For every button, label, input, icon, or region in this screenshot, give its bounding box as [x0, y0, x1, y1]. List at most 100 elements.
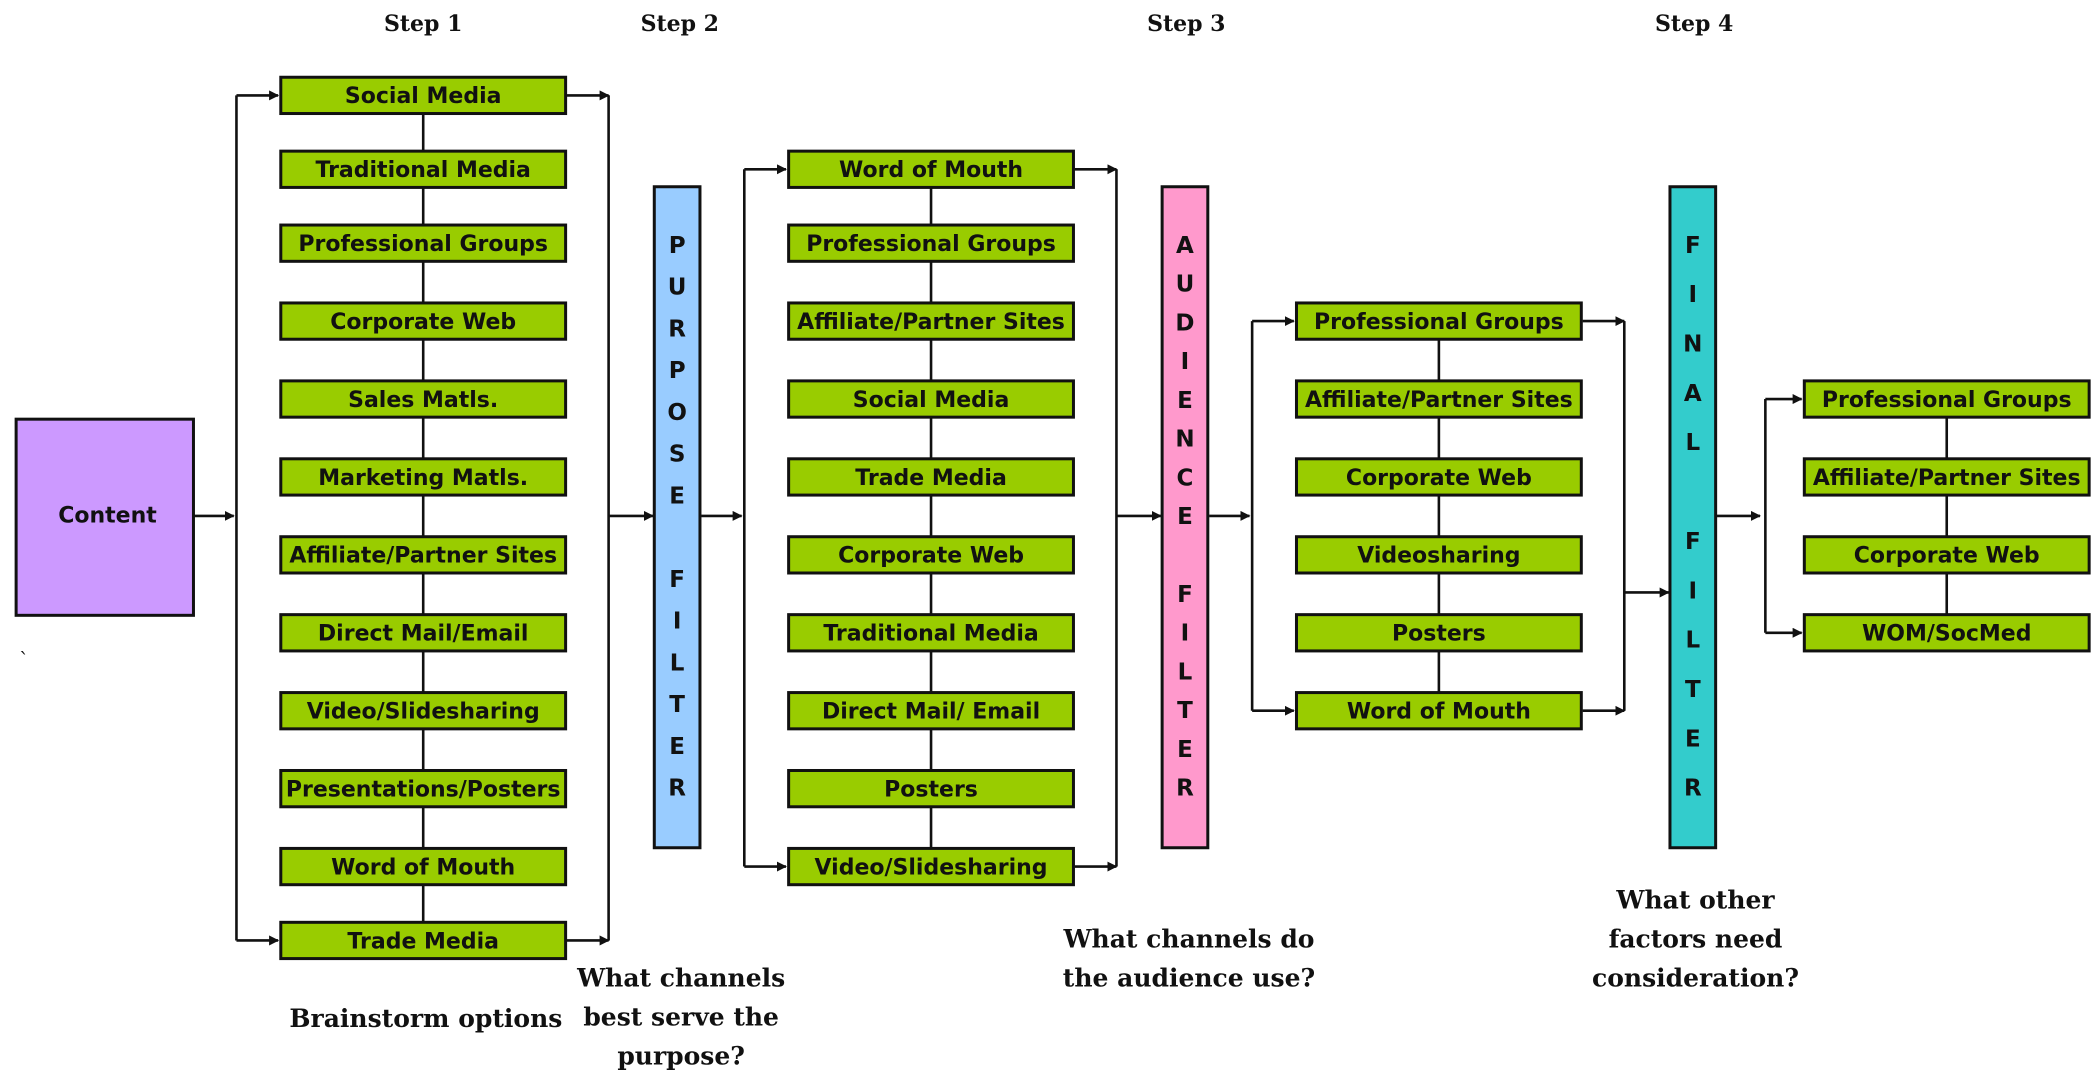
- final-channel-label: Corporate Web: [1854, 544, 2040, 569]
- brainstorm-channel-label: Traditional Media: [315, 158, 530, 183]
- content-label: Content: [58, 503, 157, 528]
- audience-channel-label: Professional Groups: [1314, 310, 1564, 335]
- purpose-filter-letter: E: [669, 483, 685, 509]
- purpose-caption-line: What channels: [576, 964, 785, 993]
- step-heading-2: Step 2: [641, 11, 719, 37]
- brainstorm-channel-box: [279, 75, 568, 116]
- purpose-channel-box: [787, 846, 1075, 887]
- purpose-channel-box: [787, 149, 1075, 189]
- audience-filter-letter: F: [1177, 582, 1193, 608]
- purpose-filter-letter: I: [673, 609, 682, 635]
- step-heading-4: Step 4: [1655, 11, 1733, 37]
- final-caption-line: factors need: [1609, 925, 1783, 954]
- purpose-channel-label: Trade Media: [855, 466, 1007, 491]
- purpose-filter-bar: [652, 185, 702, 850]
- final-caption-line: consideration?: [1592, 964, 1799, 993]
- step-heading-1: Step 1: [384, 11, 462, 37]
- final-filter-letter: N: [1683, 332, 1702, 358]
- brainstorm-channel-label: Marketing Matls.: [318, 466, 528, 491]
- purpose-channel-label: Corporate Web: [838, 544, 1024, 569]
- final-channel-box: [1802, 613, 2091, 653]
- audience-filter-letter: C: [1177, 465, 1194, 491]
- audience-filter-letter: N: [1175, 427, 1194, 453]
- purpose-filter-letter: R: [668, 776, 686, 802]
- audience-channel-label: Videosharing: [1357, 544, 1520, 569]
- audience-filter-letter: U: [1176, 272, 1195, 298]
- stray-tick-mark: `: [19, 648, 29, 672]
- audience-filter-letter: E: [1177, 737, 1193, 763]
- purpose-filter-letter: F: [669, 567, 685, 593]
- audience-channel-box: [1294, 691, 1583, 731]
- final-filter-letter: L: [1685, 430, 1700, 456]
- final-channel-box: [1802, 535, 2091, 575]
- brainstorm-channel-box: [279, 149, 568, 189]
- audience-channel-label: Affiliate/Partner Sites: [1305, 388, 1573, 413]
- purpose-channel-label: Video/Slidesharing: [815, 855, 1048, 880]
- brainstorm-channel-label: Video/Slidesharing: [307, 700, 540, 725]
- content-box: [14, 417, 195, 617]
- purpose-channel-box: [787, 535, 1075, 575]
- text-labels: ContentPURPOSEFILTERAUDIENCEFILTERFINALF…: [19, 11, 2080, 1070]
- final-filter-letter: I: [1689, 578, 1698, 604]
- purpose-filter-letter: P: [669, 358, 686, 384]
- brainstorm-channel-box: [279, 535, 568, 575]
- purpose-channel-label: Social Media: [853, 388, 1010, 413]
- brainstorm-channel-box: [279, 613, 568, 653]
- brainstorm-channel-box: [279, 379, 568, 419]
- brainstorm-channel-label: Word of Mouth: [331, 855, 515, 880]
- purpose-channel-label: Posters: [884, 777, 978, 802]
- brainstorm-channel-box: [279, 457, 568, 497]
- audience-filter-letter: L: [1178, 659, 1193, 685]
- purpose-channel-label: Professional Groups: [806, 232, 1056, 257]
- final-filter-letter: E: [1685, 726, 1701, 752]
- purpose-filter-letter: R: [668, 316, 686, 342]
- final-filter-letter: T: [1685, 677, 1701, 703]
- final-filter-letter: F: [1685, 529, 1701, 555]
- purpose-filter-letter: T: [669, 692, 685, 718]
- audience-filter-bar: [1160, 185, 1210, 850]
- final-channel-label: WOM/SocMed: [1862, 622, 2031, 647]
- audience-filter-letter: R: [1176, 776, 1194, 802]
- audience-filter-letter: T: [1177, 698, 1193, 724]
- audience-channel-box: [1294, 613, 1583, 653]
- audience-filter-letter: E: [1177, 504, 1193, 530]
- brainstorm-channel-box: [279, 691, 568, 731]
- audience-channel-label: Corporate Web: [1346, 466, 1532, 491]
- connector-lines: [193, 90, 1949, 946]
- purpose-channel-label: Word of Mouth: [839, 158, 1023, 183]
- brainstorm-channel-label: Corporate Web: [330, 310, 516, 335]
- purpose-channel-box: [787, 691, 1075, 731]
- brainstorm-caption-line: Brainstorm options: [289, 1004, 562, 1033]
- purpose-filter-letter: O: [667, 400, 687, 426]
- final-filter-letter: R: [1684, 776, 1702, 802]
- purpose-filter-letter: E: [669, 734, 685, 760]
- brainstorm-channel-box: [279, 301, 568, 341]
- brainstorm-channel-label: Presentations/Posters: [286, 777, 561, 802]
- audience-filter-letter: A: [1176, 233, 1194, 259]
- final-channel-box: [1802, 379, 2091, 419]
- final-channel-box: [1802, 457, 2091, 497]
- brainstorm-channel-label: Affiliate/Partner Sites: [289, 544, 557, 569]
- final-filter-letter: I: [1689, 282, 1698, 308]
- final-channel-label: Affiliate/Partner Sites: [1813, 466, 2081, 491]
- audience-filter-letter: I: [1181, 621, 1190, 647]
- purpose-caption-line: best serve the: [583, 1003, 779, 1032]
- brainstorm-channel-label: Professional Groups: [298, 232, 548, 257]
- channel-boxes: [14, 75, 2091, 961]
- brainstorm-channel-label: Social Media: [345, 84, 502, 109]
- final-channel-label: Professional Groups: [1822, 388, 2072, 413]
- audience-channel-box: [1294, 535, 1583, 575]
- audience-channel-label: Word of Mouth: [1347, 700, 1531, 725]
- audience-caption-line: the audience use?: [1063, 964, 1315, 993]
- purpose-filter-letter: S: [669, 442, 686, 468]
- purpose-caption-line: purpose?: [617, 1041, 745, 1070]
- final-filter-letter: F: [1685, 233, 1701, 259]
- brainstorm-channel-label: Trade Media: [347, 929, 499, 954]
- purpose-filter-letter: L: [670, 650, 685, 676]
- final-caption-line: What other: [1615, 886, 1775, 915]
- brainstorm-channel-label: Sales Matls.: [348, 388, 498, 413]
- purpose-channel-label: Traditional Media: [823, 622, 1038, 647]
- final-filter-letter: A: [1684, 381, 1702, 407]
- brainstorm-channel-box: [279, 846, 568, 887]
